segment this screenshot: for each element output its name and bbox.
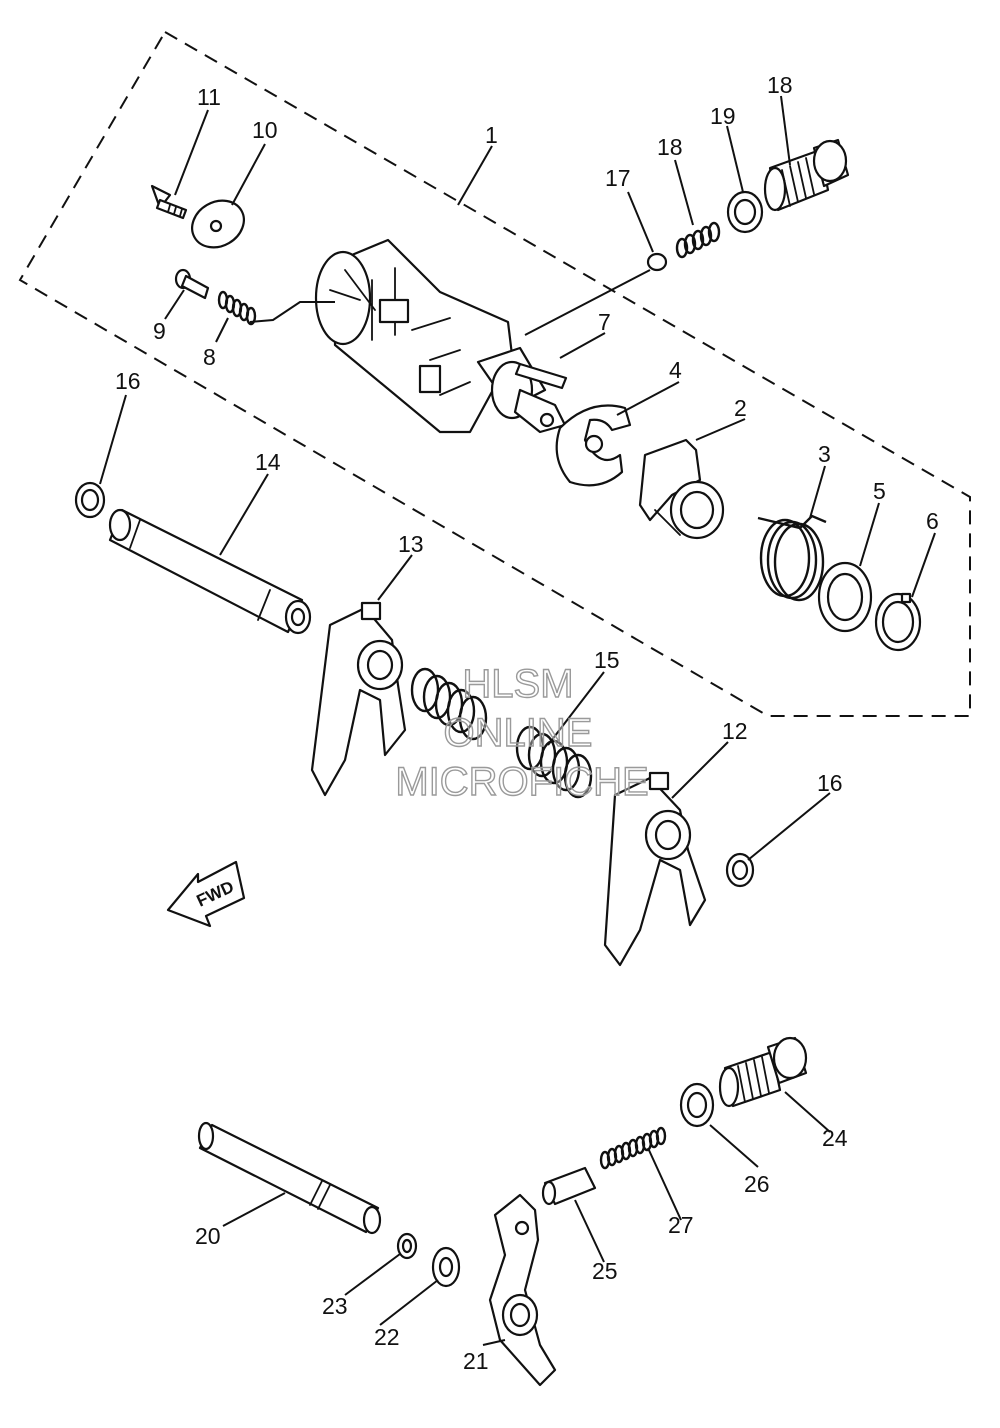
stopper-pin [174,268,210,300]
callout-4: 4 [669,357,682,383]
shift-fork-right [603,771,707,967]
lower-gasket [679,1082,715,1128]
watermark-line-1: HLSM [462,662,573,706]
callout-labels: 1 2 3 4 5 6 7 8 9 10 11 12 13 14 15 16 1… [115,72,939,1374]
shift-drum [314,238,567,434]
watermark-line-3: MICROFICHE [395,760,648,804]
segment-plate [555,404,632,487]
lower-bolt [718,1036,808,1108]
callout-19-20-20: 19 [710,103,736,129]
shift-fork-left [310,601,407,797]
bolt [763,138,850,212]
callout-16-lower: 16 [817,770,843,796]
callout-19: 18 [767,72,793,98]
circlip-upper [74,481,106,519]
leader-lines [99,95,936,1346]
callout-9: 9 [153,318,166,344]
callout-5: 5 [873,478,886,504]
callout-10: 10 [252,117,278,143]
fork-spring [410,667,593,799]
callout-12: 12 [722,718,748,744]
spring-small [675,221,721,259]
pin [514,362,568,390]
callout-13: 13 [398,531,424,557]
washer [817,561,873,633]
gasket [726,190,764,234]
callout-21: 20 [195,1223,221,1249]
callout-17: 17 [605,165,631,191]
forward-direction-arrow: FWD [166,860,246,928]
torsion-spring [757,514,827,602]
callout-28: 27 [668,1212,694,1238]
callout-7: 7 [598,309,611,335]
assembly-group-outline [18,30,971,717]
shaft-circlip [396,1232,418,1260]
callout-2: 2 [734,395,747,421]
callout-6: 6 [926,508,939,534]
shift-lever [488,1193,557,1387]
callout-8: 8 [203,344,216,370]
callout-3: 3 [818,441,831,467]
callout-16-upper: 16 [115,368,141,394]
shift-shaft [197,1121,382,1235]
callout-27: 26 [744,1171,770,1197]
callout-14: 14 [255,449,281,475]
guide-bar [108,508,312,635]
screw [150,184,188,220]
stopper-spring [217,290,257,326]
callout-26: 25 [592,1258,618,1284]
callout-11: 11 [197,84,221,110]
callout-25: 24 [822,1125,848,1151]
callout-1: 1 [485,122,498,148]
shaft-washer [431,1246,461,1288]
callout-24: 23 [322,1293,348,1319]
callout-23: 22 [374,1324,400,1350]
roller [541,1166,597,1206]
segment [638,438,725,540]
watermark-line-2: ONLINE [444,711,593,755]
stopper-plate [191,199,245,249]
roller-spring [599,1126,667,1170]
circlip-lower [725,852,755,888]
callout-22: 21 [463,1348,489,1374]
ball [646,252,668,272]
watermark: HLSM ONLINE MICROFICHE [395,661,650,804]
circlip [874,592,922,652]
callout-18: 18 [657,134,683,160]
callout-15: 15 [594,647,620,673]
